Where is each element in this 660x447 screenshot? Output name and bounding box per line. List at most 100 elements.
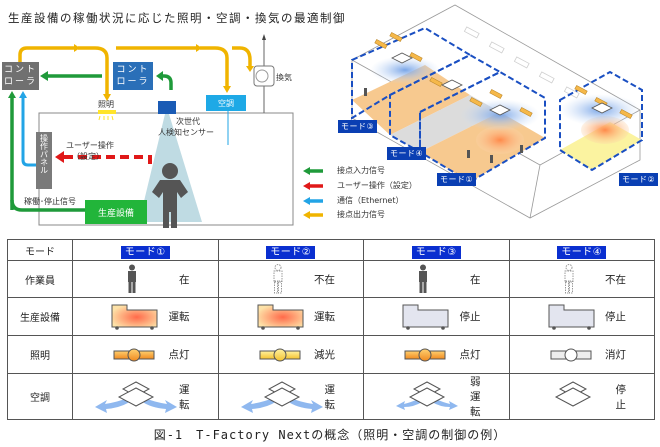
ventilation-fan-icon	[253, 65, 275, 87]
table-cell: 在	[363, 260, 510, 298]
table-row: 生産設備 運転 運転 停止 停止	[7, 297, 655, 336]
table-row: 作業員 在 不在 在 不在	[7, 260, 655, 298]
row-label: 空調	[7, 373, 73, 420]
worker-present-icon	[125, 264, 139, 294]
sensor-label-2: 人検知センサー	[158, 128, 214, 137]
table-cell: 運転	[217, 373, 364, 420]
air-conditioner-stop-icon	[530, 380, 616, 414]
state-text: 不在	[605, 273, 626, 286]
table-cell: 停止	[508, 297, 655, 336]
production-equipment-stopped-icon	[402, 303, 450, 331]
production-equipment-running-icon	[257, 303, 305, 331]
building-isometric-diagram	[351, 4, 643, 219]
state-text: 停止	[615, 383, 627, 411]
production-equipment-stopped-icon	[548, 303, 596, 331]
table-cell: 消灯	[508, 335, 655, 374]
controller-gray: コント ローラ	[2, 62, 39, 90]
system-diagram-lines	[8, 34, 294, 228]
diagram-title: 生産設備の稼働状況に応じた照明・空調・換気の最適制御	[8, 11, 346, 25]
legend-item-contact-output: 接点出力信号	[303, 209, 385, 220]
controller-blue: コント ローラ	[113, 62, 153, 90]
yellow-arrow-icon	[303, 210, 323, 219]
state-text: 運転	[168, 311, 190, 323]
state-text: 運転	[324, 383, 336, 411]
state-text: 停止	[605, 311, 626, 323]
table-header-row: モード モード① モード② モード③ モード④	[7, 239, 655, 261]
lighting-off-icon	[550, 348, 592, 362]
table-cell: 不在	[217, 260, 364, 298]
table-cell: 停止	[508, 373, 655, 420]
green-arrow-icon	[303, 166, 323, 175]
legend-item-ethernet: 通信（Ethernet）	[303, 195, 403, 206]
input-signal-arrows	[10, 74, 173, 212]
header-mode-1: モード①	[120, 245, 170, 259]
building-tag-mode-4: モード④	[387, 147, 427, 160]
table-cell: 運転	[217, 297, 364, 336]
header-mode-2: モード②	[266, 245, 316, 259]
worker-icon	[152, 163, 188, 228]
table-cell: 不在	[508, 260, 655, 298]
sensor-icon	[158, 101, 176, 114]
state-text: 点灯	[459, 349, 481, 361]
ethernet-lines	[21, 96, 36, 167]
user-operation-arrow	[64, 155, 152, 164]
building-tag-mode-2: モード②	[619, 173, 659, 186]
red-arrow-icon	[303, 181, 323, 190]
ac-units	[391, 52, 613, 116]
building-tag-mode-1: モード①	[437, 173, 477, 186]
table-cell: 点灯	[72, 335, 219, 374]
building-tag-mode-3: モード③	[338, 120, 378, 133]
ventilation-label: 換気	[276, 73, 292, 82]
row-label: 生産設備	[7, 297, 73, 336]
state-text: 停止	[459, 311, 481, 323]
sensor-label-1: 次世代	[176, 117, 200, 126]
header-mode: モード	[7, 239, 73, 261]
output-arrowheads	[74, 44, 254, 101]
ac-unit-box: 空調	[206, 95, 246, 111]
air-conditioner-full-icon	[93, 380, 179, 414]
header-mode-3: モード③	[411, 245, 461, 259]
lighting-on-icon	[404, 348, 446, 362]
legend-item-user-operation: ユーザー操作（設定）	[303, 180, 417, 191]
state-text: 不在	[314, 273, 335, 286]
state-text: 消灯	[605, 349, 626, 361]
table-cell: 点灯	[363, 335, 510, 374]
output-signal-arrows	[18, 46, 252, 96]
table-cell: 在	[72, 260, 219, 298]
user-op-label-2: （設定）	[72, 152, 104, 161]
legend-item-contact-input: 接点入力信号	[303, 165, 385, 176]
state-text: 在	[179, 273, 190, 286]
lighting-label: 照明	[98, 100, 114, 109]
table-row: 照明 点灯 減光 点灯 消灯	[7, 335, 655, 374]
user-op-label-1: ユーザー操作	[66, 141, 114, 150]
table-cell: 停止	[363, 297, 510, 336]
state-text: 在	[470, 273, 481, 286]
header-mode-4: モード④	[557, 245, 607, 259]
figure-caption: 図-1 T-Factory Nextの概念（照明・空調の制御の例）	[153, 428, 507, 442]
table-cell: 弱運転	[363, 373, 510, 420]
operation-panel: 操作パネル	[36, 132, 52, 189]
light-fixture-icon	[98, 110, 116, 114]
state-text: 運転	[179, 383, 190, 411]
state-text: 弱運転	[470, 376, 481, 418]
table-cell: 運転	[72, 373, 219, 420]
worker-absent-icon	[562, 264, 576, 294]
air-conditioner-weak-icon	[384, 380, 470, 414]
air-conditioner-full-icon	[239, 380, 325, 414]
state-text: 点灯	[168, 349, 190, 361]
lighting-dim-icon	[259, 348, 301, 362]
production-equipment-box: 生産設備	[85, 200, 147, 224]
table-row: 空調 運転 運転 弱運転 停止	[7, 373, 655, 420]
worker-present-icon	[416, 264, 430, 294]
mode-table: モード モード① モード② モード③ モード④ 作業員在不在在不在生産設備運転運…	[7, 239, 655, 420]
row-label: 照明	[7, 335, 73, 374]
row-label: 作業員	[7, 260, 73, 298]
production-equipment-running-icon	[111, 303, 159, 331]
lighting-on-icon	[113, 348, 155, 362]
table-cell: 減光	[217, 335, 364, 374]
state-text: 減光	[314, 349, 335, 361]
state-text: 運転	[314, 311, 335, 323]
table-cell: 運転	[72, 297, 219, 336]
run-stop-signal-label: 稼働･停止信号	[24, 197, 76, 206]
worker-absent-icon	[271, 264, 285, 294]
